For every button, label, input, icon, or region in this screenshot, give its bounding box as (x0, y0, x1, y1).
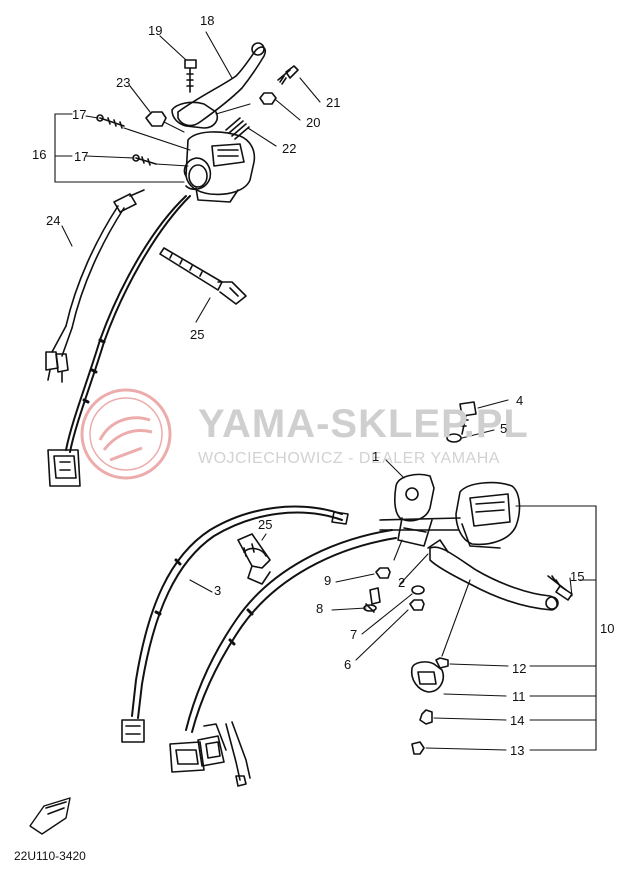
drawing-code: 22U110-3420 (14, 849, 86, 863)
part-number-15: 15 (570, 569, 585, 584)
part-number-6: 6 (344, 657, 352, 672)
watermark-subtitle: WOJCIECHOWICZ - DEALER YAMAHA (198, 450, 500, 467)
part-number-11: 11 (512, 689, 526, 704)
part-number-3: 3 (214, 583, 222, 598)
part-number-21: 21 (326, 95, 341, 110)
part-number-24: 24 (46, 213, 61, 228)
part-number-13: 13 (510, 743, 525, 758)
part-number-17-a: 17 (72, 107, 87, 122)
part-number-10: 10 (600, 621, 615, 636)
part-number-14: 14 (510, 713, 525, 728)
part-number-18: 18 (200, 13, 215, 28)
part-number-22: 22 (282, 141, 297, 156)
part-number-8: 8 (316, 601, 324, 616)
part-number-19: 19 (148, 23, 163, 38)
part-number-17-b: 17 (74, 149, 89, 164)
part-number-7: 7 (350, 627, 358, 642)
part-number-12: 12 (512, 661, 527, 676)
part-number-9: 9 (324, 573, 332, 588)
part-number-23: 23 (116, 75, 131, 90)
part-number-16: 16 (32, 147, 47, 162)
part-number-25-lower: 25 (258, 517, 273, 532)
part-number-20: 20 (306, 115, 321, 130)
part-number-5: 5 (500, 421, 508, 436)
part-number-1: 1 (372, 449, 380, 464)
part-number-4: 4 (516, 393, 524, 408)
watermark-title: YAMA-SKLEP.PL (198, 402, 529, 446)
yamaha-tuning-fork-logo-icon (80, 388, 172, 480)
lower-lever-assembly (121, 399, 597, 787)
part-number-25-upper: 25 (190, 327, 205, 342)
front-direction-arrow-icon (29, 797, 71, 835)
upper-lever-assembly (45, 31, 321, 487)
part-number-2: 2 (398, 575, 406, 590)
